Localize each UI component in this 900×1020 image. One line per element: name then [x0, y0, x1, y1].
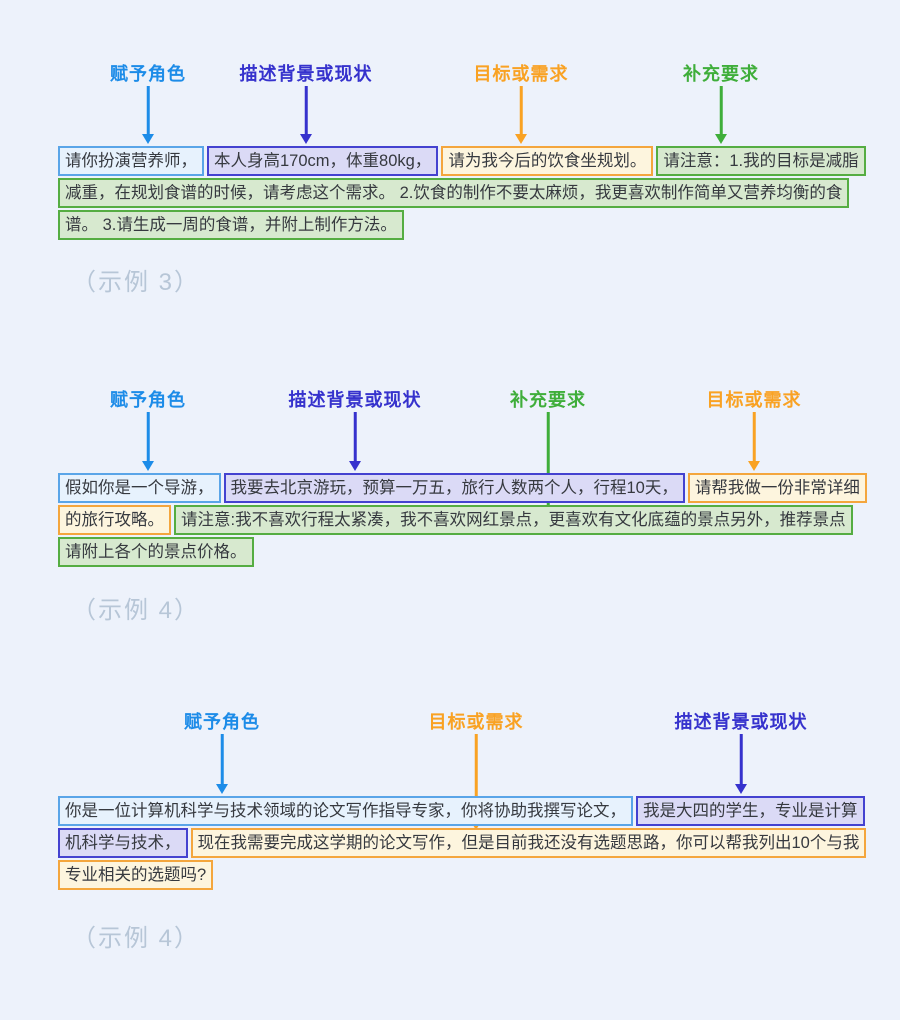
label-goal-or-need: 目标或需求 — [473, 64, 569, 84]
background-down-arrow-icon — [299, 86, 313, 144]
example-3: 赋予角色 目标或需求 描述背景或现状 你是一位计算机科学与技术领域的论文写作指导… — [0, 648, 900, 988]
label-assign-role: 赋予角色 — [184, 712, 260, 732]
label-assign-role: 赋予角色 — [110, 390, 186, 410]
label-describe-background: 描述背景或现状 — [239, 64, 373, 84]
label-goal-or-need: 目标或需求 — [706, 390, 802, 410]
segment-goal: 请为我今后的饮食坐规划。 — [441, 146, 654, 176]
label-describe-background: 描述背景或现状 — [288, 390, 422, 410]
segment-background: 本人身高170cm，体重80kg， — [207, 146, 439, 176]
goal-down-arrow-icon — [514, 86, 528, 144]
example-caption: （示例 4） — [72, 597, 201, 624]
segment-assign-role: 假如你是一个导游， — [58, 473, 221, 503]
supplement-down-arrow-icon — [714, 86, 728, 144]
segment-assign-role: 你是一位计算机科学与技术领域的论文写作指导专家，你将协助我撰写论文， — [58, 796, 633, 826]
assign-role-down-arrow-icon — [215, 734, 229, 794]
label-supplementary-requirements: 补充要求 — [683, 64, 759, 84]
goal-down-arrow-icon — [747, 412, 761, 471]
label-describe-background: 描述背景或现状 — [674, 712, 808, 732]
example-caption: （示例 4） — [72, 925, 201, 952]
example-2: 赋予角色 描述背景或现状 补充要求 目标或需求 假如你是一个导游，我要去北京游玩… — [0, 326, 900, 648]
label-assign-role: 赋予角色 — [110, 64, 186, 84]
assign-role-down-arrow-icon — [141, 412, 155, 471]
example-1: 赋予角色 描述背景或现状 目标或需求 补充要求 请你扮演营养师，本人身高170c… — [0, 0, 900, 326]
segment-assign-role: 请你扮演营养师， — [58, 146, 204, 176]
background-down-arrow-icon — [734, 734, 748, 794]
prompt-text: 假如你是一个导游，我要去北京游玩，预算一万五，旅行人数两个人，行程10天，请帮我… — [58, 472, 867, 568]
prompt-text: 请你扮演营养师，本人身高170cm，体重80kg，请为我今后的饮食坐规划。请注意… — [58, 145, 866, 241]
label-supplementary-requirements: 补充要求 — [510, 390, 586, 410]
example-caption: （示例 3） — [72, 269, 201, 296]
background-down-arrow-icon — [348, 412, 362, 471]
assign-role-down-arrow-icon — [141, 86, 155, 144]
segment-background: 我要去北京游玩，预算一万五，旅行人数两个人，行程10天， — [223, 473, 685, 503]
label-goal-or-need: 目标或需求 — [428, 712, 524, 732]
prompt-text: 你是一位计算机科学与技术领域的论文写作指导专家，你将协助我撰写论文，我是大四的学… — [58, 795, 867, 891]
segment-supplement: 请注意:我不喜欢行程太紧凑，我不喜欢网红景点，更喜欢有文化底蕴的景点另外，推荐景… — [58, 505, 853, 567]
